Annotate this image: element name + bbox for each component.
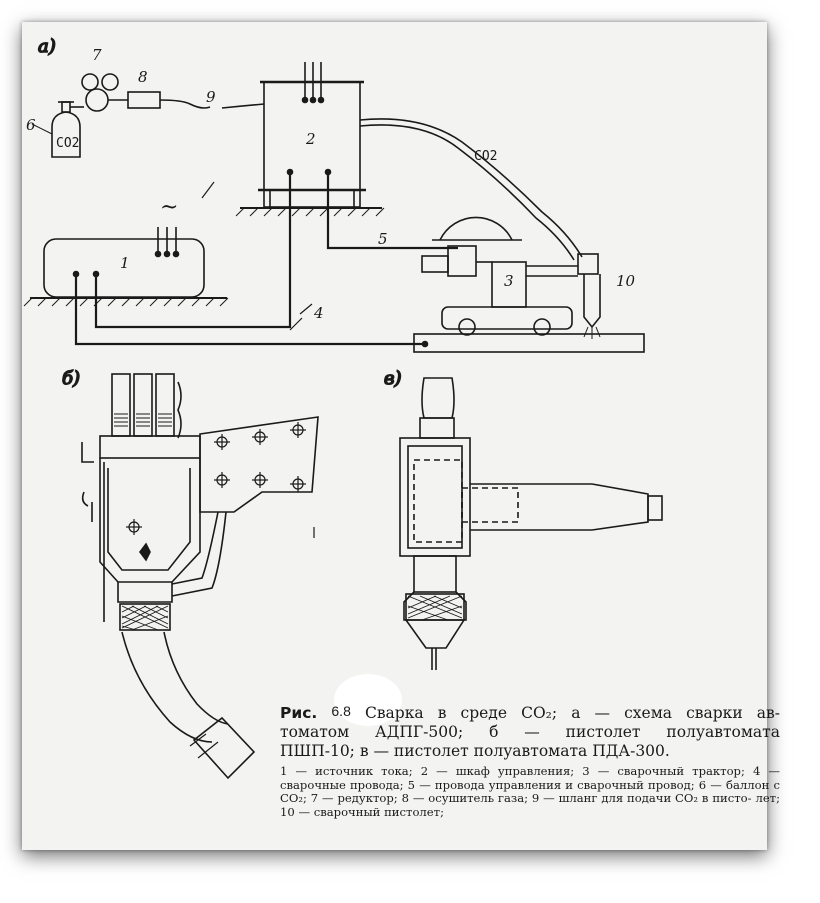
caption-line-2: томатом АДПГ-500; б — пистолет полуавтом… <box>280 723 780 741</box>
caption-figure-number: 6.8 <box>331 703 351 719</box>
gun-pda-300 <box>399 377 663 670</box>
figure-caption: Рис. 6.8 Сварка в среде CO₂; а — схема с… <box>280 702 780 819</box>
caption-line-1: Сварка в среде CO₂; а — схема сварки ав- <box>364 704 780 722</box>
hose-co2-label: CO2 <box>474 149 497 164</box>
callout-1: 1 <box>120 254 130 272</box>
callout-2: 2 <box>305 130 316 148</box>
label-v: в) <box>384 368 402 389</box>
welding-tractor-3 <box>413 216 645 353</box>
control-cabinet-2 <box>235 62 385 217</box>
callout-5: 5 <box>378 230 388 248</box>
callout-9: 9 <box>206 88 216 106</box>
callout-6: 6 <box>26 116 36 134</box>
callout-10: 10 <box>616 272 636 290</box>
caption-ris: Рис. <box>280 704 318 722</box>
welding-cables <box>74 172 458 346</box>
cylinder-co2-label: CO2 <box>56 136 79 151</box>
technical-drawing: а) <box>23 35 663 780</box>
gas-supply <box>51 73 583 261</box>
caption-line-3: ПШП-10; в — пистолет полуавтомата ПДА-30… <box>280 742 670 760</box>
callout-4: 4 <box>313 304 324 322</box>
print-blot <box>334 674 402 726</box>
caption-title: Рис. 6.8 Сварка в среде CO₂; а — схема с… <box>280 702 780 761</box>
ac-symbol: ~ <box>160 195 178 220</box>
callouts: 7 8 9 6 2 1 5 3 10 4 CO2 CO2 ~ <box>26 46 636 322</box>
label-a: а) <box>38 36 56 57</box>
figure-sheet: а) <box>22 22 780 850</box>
callout-3: 3 <box>504 272 514 290</box>
callout-7: 7 <box>92 46 102 64</box>
caption-legend: 1 — источник тока; 2 — шкаф управления; … <box>280 764 780 819</box>
label-b: б) <box>62 368 80 389</box>
power-source-1 <box>23 227 229 307</box>
gun-pshp-10 <box>81 373 319 780</box>
callout-8: 8 <box>138 68 148 86</box>
